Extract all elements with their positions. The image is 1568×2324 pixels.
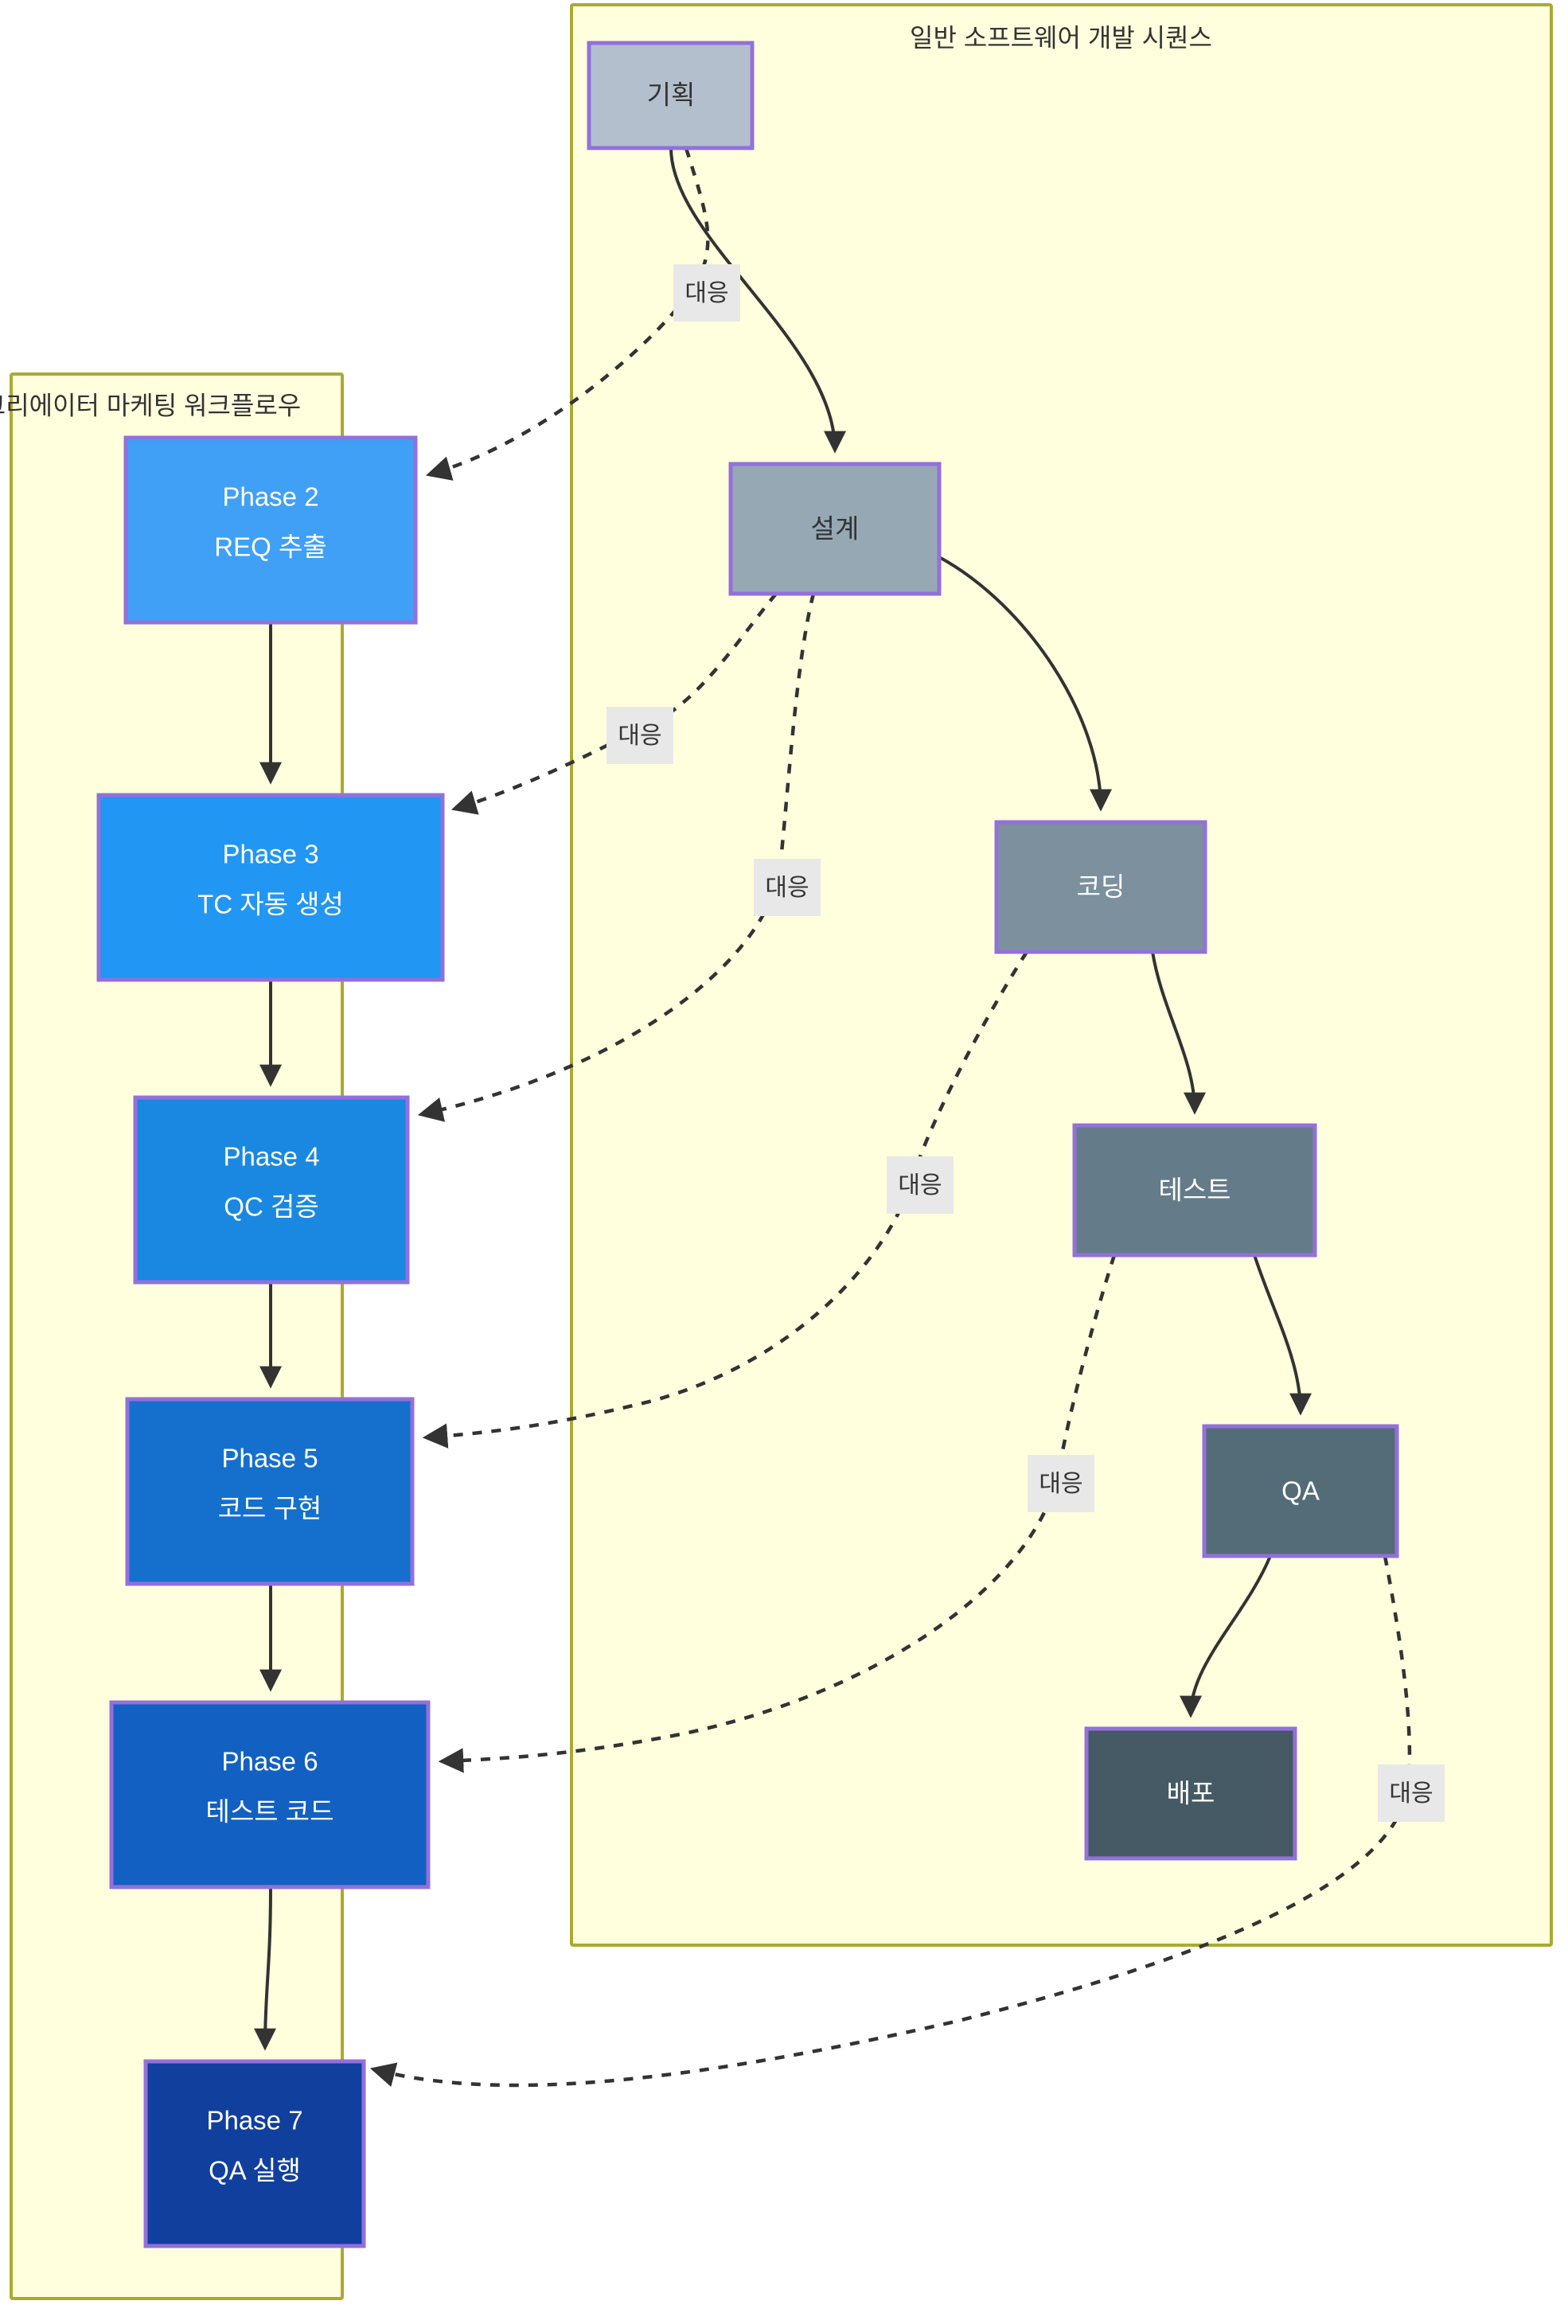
node-deploy[interactable]: 배포 [1084, 1726, 1297, 1861]
node-coding-rect[interactable] [994, 820, 1207, 954]
edge-label-coding-phase5: 대응 [887, 1156, 954, 1214]
node-phase5[interactable]: Phase 5 코드 구현 [125, 1397, 415, 1586]
edge-coding-test [1151, 951, 1206, 1115]
node-phase3-line1: Phase 3 [222, 840, 318, 869]
edge-label-plan-phase2: 대응 [673, 264, 740, 322]
node-phase2-line1: Phase 2 [222, 482, 318, 512]
edge-label-test-phase6-text: 대응 [1039, 1471, 1082, 1497]
node-phase7-line1: Phase 7 [206, 2106, 302, 2135]
node-phase3[interactable]: Phase 3 TC 자동 생성 [96, 793, 445, 982]
node-phase2[interactable]: Phase 2 REQ 추출 [123, 435, 418, 625]
edge-test-phase6 [438, 1254, 1117, 1773]
node-phase4-line2: QC 검증 [224, 1192, 318, 1222]
edge-label-coding-phase5-text: 대응 [898, 1172, 942, 1199]
edge-label-design-phase3-text: 대응 [618, 723, 661, 749]
edge-plan-design [669, 147, 846, 454]
edge-design-coding [938, 556, 1112, 812]
node-plan-label: 기획 [647, 80, 696, 110]
node-phase2-rect[interactable] [123, 435, 418, 625]
edge-label-plan-phase2-bg [673, 264, 740, 322]
edge-label-design-phase4-bg [754, 859, 821, 916]
edge-label-plan-phase2-text: 대응 [685, 280, 728, 306]
node-plan[interactable]: 기획 [587, 41, 755, 150]
node-phase3-line2: TC 자동 생성 [197, 890, 344, 919]
subgraph-creator-marketing-workflow-rect [10, 372, 344, 2300]
edge-label-coding-phase5-bg [887, 1156, 954, 1214]
node-design[interactable]: 설계 [728, 462, 942, 596]
subgraph-creator-marketing-workflow-title: 크리에이터 마케팅 워크플로우 [0, 391, 301, 419]
node-phase7[interactable]: Phase 7 QA 실행 [143, 2059, 366, 2248]
node-phase5-line1: Phase 5 [221, 1444, 318, 1473]
node-phase5-rect[interactable] [125, 1397, 415, 1586]
node-design-label: 설계 [811, 514, 860, 544]
node-phase3-rect[interactable] [96, 793, 445, 982]
node-phase6-rect[interactable] [109, 1700, 431, 1889]
node-phase5-line2: 코드 구현 [218, 1494, 322, 1523]
node-phase4-rect[interactable] [133, 1095, 410, 1285]
node-phase7-rect[interactable] [143, 2059, 366, 2248]
edge-qa-phase7 [369, 1555, 1412, 2088]
edge-design-phase4 [417, 593, 816, 1122]
node-test-rect[interactable] [1072, 1123, 1317, 1258]
node-design-rect[interactable] [728, 462, 942, 596]
node-phase6[interactable]: Phase 6 테스트 코드 [109, 1700, 431, 1889]
node-test[interactable]: 테스트 [1072, 1123, 1317, 1258]
node-phase7-line2: QA 실행 [209, 2156, 301, 2186]
node-phase6-line1: Phase 6 [221, 1747, 318, 1776]
node-coding[interactable]: 코딩 [994, 820, 1207, 954]
node-phase2-line2: REQ 추출 [214, 532, 326, 562]
edge-label-design-phase3: 대응 [607, 707, 673, 764]
node-coding-label: 코딩 [1077, 872, 1125, 902]
edge-label-qa-phase7-text: 대응 [1389, 1780, 1433, 1807]
node-plan-rect[interactable] [587, 41, 755, 150]
edge-phase6-phase7 [254, 1886, 277, 2051]
edge-label-qa-phase7: 대응 [1378, 1764, 1445, 1822]
node-test-label: 테스트 [1158, 1176, 1231, 1205]
node-phase4-line1: Phase 4 [223, 1142, 319, 1172]
edge-label-design-phase4: 대응 [754, 859, 821, 916]
node-deploy-rect[interactable] [1084, 1726, 1297, 1861]
edge-label-qa-phase7-bg [1378, 1764, 1445, 1822]
edge-label-test-phase6: 대응 [1028, 1455, 1094, 1512]
edge-test-qa [1253, 1254, 1312, 1416]
subgraph-general-sw-dev-sequence-title: 일반 소프트웨어 개발 시퀀스 [910, 23, 1212, 52]
node-deploy-label: 배포 [1167, 1779, 1215, 1808]
node-phase4[interactable]: Phase 4 QC 검증 [133, 1095, 410, 1285]
node-phase6-line2: 테스트 코드 [206, 1797, 334, 1827]
subgraph-creator-marketing-workflow: 크리에이터 마케팅 워크플로우 [0, 372, 344, 2300]
edge-label-test-phase6-bg [1028, 1455, 1094, 1512]
node-qa[interactable]: QA [1202, 1424, 1399, 1558]
edge-label-design-phase4-text: 대응 [765, 875, 809, 901]
node-qa-rect[interactable] [1202, 1424, 1399, 1558]
node-qa-label: QA [1281, 1476, 1320, 1506]
edge-label-design-phase3-bg [607, 707, 673, 764]
edge-qa-deploy [1180, 1555, 1272, 1718]
